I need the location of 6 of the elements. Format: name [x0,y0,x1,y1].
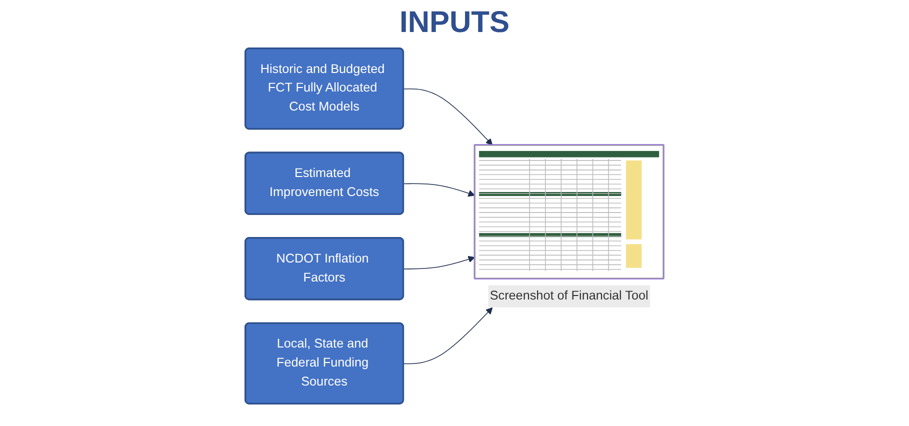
arrow [403,307,493,364]
arrow [403,183,475,197]
arrow [403,88,493,146]
diagram-title: INPUTS [399,6,510,40]
arrow [403,256,475,270]
node-label: Screenshot of Financial Tool [490,289,648,303]
